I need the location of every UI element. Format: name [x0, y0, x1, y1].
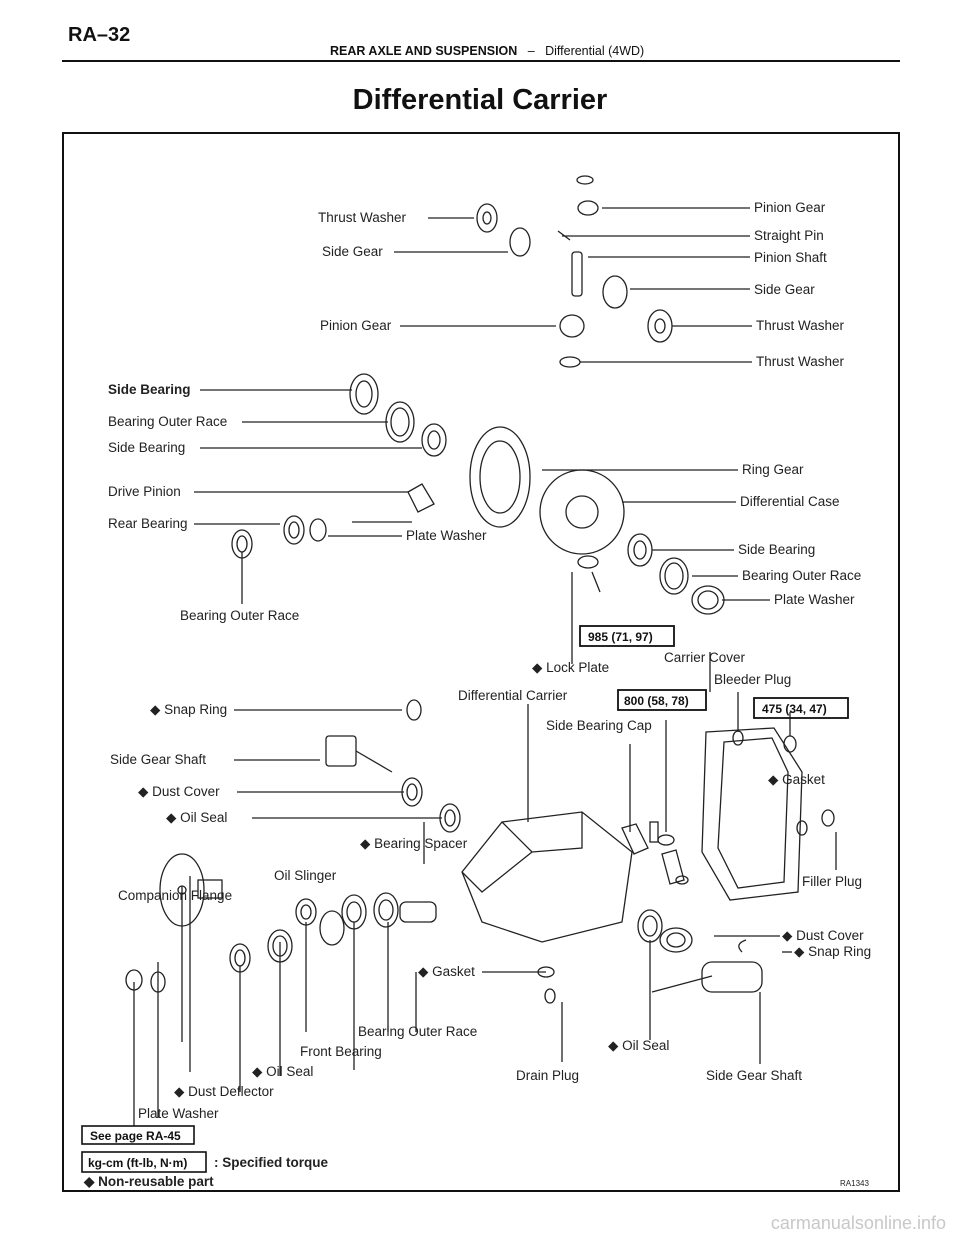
legend-torque-unit: kg-cm (ft-lb, N·m): [88, 1156, 187, 1170]
label-side-gear-2: Side Gear: [754, 282, 815, 297]
label-oil-slinger: Oil Slinger: [274, 868, 337, 883]
page-code: RA–32: [68, 24, 131, 46]
section-header: REAR AXLE AND SUSPENSION – Differential …: [330, 44, 644, 58]
label-plate-washer-1: Plate Washer: [406, 528, 487, 543]
legend-torque: kg-cm (ft-lb, N·m) : Specified torque: [81, 1151, 329, 1173]
label-filler-plug: Filler Plug: [802, 874, 862, 889]
figure-code: RA1343: [840, 1179, 869, 1188]
label-thrust-washer-1: Thrust Washer: [318, 210, 407, 225]
torque-800-text: 800 (58, 78): [624, 694, 689, 708]
label-oil-seal-1: ◆ Oil Seal: [166, 810, 227, 825]
label-side-gear-shaft-1: Side Gear Shaft: [110, 752, 206, 767]
label-bearing-outer-race-2: Bearing Outer Race: [180, 608, 299, 623]
label-differential-carrier: Differential Carrier: [458, 688, 568, 703]
label-oil-seal-3: ◆ Oil Seal: [608, 1038, 669, 1053]
label-pinion-shaft: Pinion Shaft: [754, 250, 827, 265]
label-gasket-2: ◆ Gasket: [418, 964, 475, 979]
label-dust-cover-2: ◆ Dust Cover: [782, 928, 864, 943]
section-name: REAR AXLE AND SUSPENSION: [330, 44, 518, 58]
label-front-bearing: Front Bearing: [300, 1044, 382, 1059]
label-drain-plug: Drain Plug: [516, 1068, 579, 1083]
label-side-gear-1: Side Gear: [322, 244, 383, 259]
label-ring-gear: Ring Gear: [742, 462, 804, 477]
header-rule: [62, 60, 900, 62]
label-snap-ring-1: ◆ Snap Ring: [150, 702, 227, 717]
label-bleeder-plug: Bleeder Plug: [714, 672, 791, 687]
label-side-gear-shaft-2: Side Gear Shaft: [706, 1068, 802, 1083]
see-page-box: See page RA-45: [81, 1125, 195, 1145]
label-straight-pin: Straight Pin: [754, 228, 824, 243]
label-plate-washer-3: Plate Washer: [138, 1106, 219, 1121]
torque-box-985: 985 (71, 97): [579, 625, 675, 647]
label-bearing-outer-race-1: Bearing Outer Race: [108, 414, 227, 429]
torque-475-text: 475 (34, 47): [762, 702, 827, 716]
label-drive-pinion: Drive Pinion: [108, 484, 181, 499]
exploded-diagram: Thrust Washer Side Gear Pinion Gear Stra…: [81, 175, 871, 1189]
label-plate-washer-2: Plate Washer: [774, 592, 855, 607]
subsection-name: Differential (4WD): [545, 44, 645, 58]
label-dust-deflector: ◆ Dust Deflector: [174, 1084, 274, 1099]
label-side-bearing-2: Side Bearing: [108, 440, 185, 455]
label-thrust-washer-3: Thrust Washer: [756, 354, 845, 369]
section-separator: –: [527, 44, 535, 58]
legend-non-reusable: ◆ Non-reusable part: [83, 1174, 214, 1189]
label-side-bearing-3: Side Bearing: [738, 542, 815, 557]
page-title: Differential Carrier: [352, 84, 608, 116]
torque-box-800: 800 (58, 78): [617, 689, 707, 711]
torque-985-text: 985 (71, 97): [588, 630, 653, 644]
watermark: carmanualsonline.info: [770, 1213, 946, 1233]
label-bearing-outer-race-4: Bearing Outer Race: [358, 1024, 477, 1039]
label-pinion-gear-2: Pinion Gear: [320, 318, 392, 333]
label-thrust-washer-2: Thrust Washer: [756, 318, 845, 333]
label-carrier-cover: Carrier Cover: [664, 650, 746, 665]
see-page-text: See page RA-45: [90, 1129, 181, 1143]
label-bearing-spacer: ◆ Bearing Spacer: [360, 836, 468, 851]
label-gasket-1: ◆ Gasket: [768, 772, 825, 787]
label-snap-ring-2: ◆ Snap Ring: [794, 944, 871, 959]
label-rear-bearing: Rear Bearing: [108, 516, 188, 531]
legend-torque-desc: : Specified torque: [214, 1155, 329, 1170]
label-side-bearing-1: Side Bearing: [108, 382, 191, 397]
label-bearing-outer-race-3: Bearing Outer Race: [742, 568, 861, 583]
label-companion-flange: Companion Flange: [118, 888, 232, 903]
label-side-bearing-cap: Side Bearing Cap: [546, 718, 652, 733]
label-dust-cover-1: ◆ Dust Cover: [138, 784, 220, 799]
label-lock-plate: ◆ Lock Plate: [532, 660, 609, 675]
label-pinion-gear-1: Pinion Gear: [754, 200, 826, 215]
torque-box-475: 475 (34, 47): [753, 697, 849, 719]
label-differential-case: Differential Case: [740, 494, 840, 509]
label-oil-seal-2: ◆ Oil Seal: [252, 1064, 313, 1079]
diagram-frame: [62, 132, 900, 1192]
